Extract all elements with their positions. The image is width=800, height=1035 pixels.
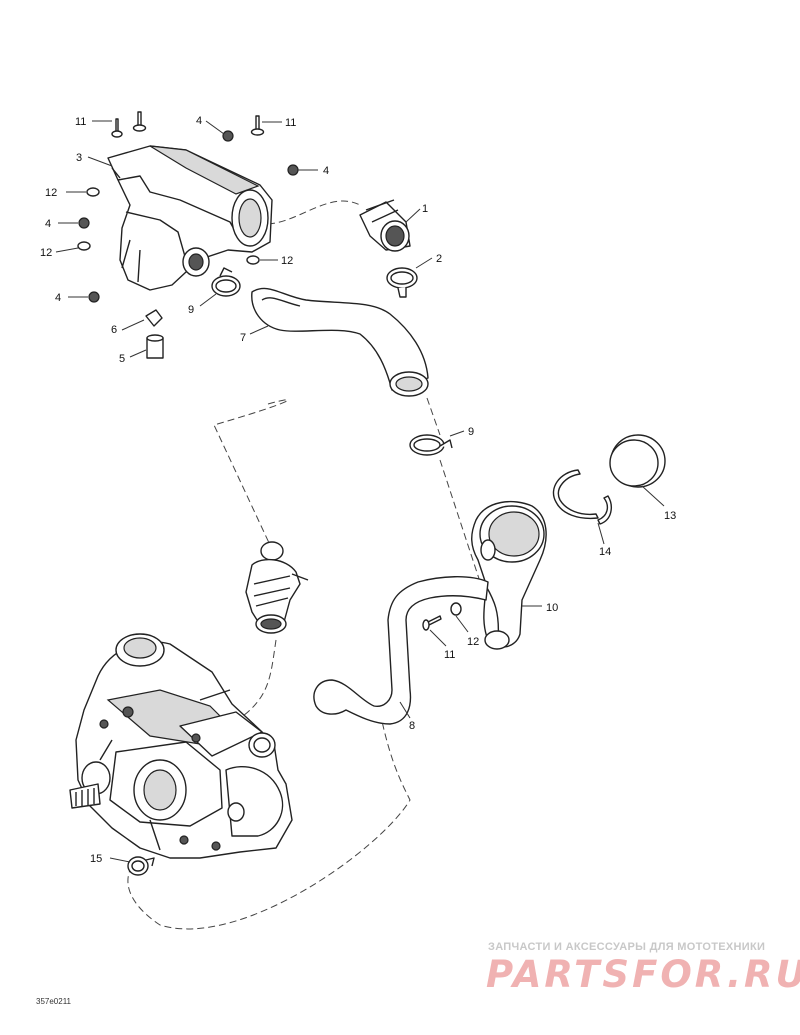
airbox-housing bbox=[107, 145, 273, 291]
callout-4-top: 4 bbox=[196, 115, 202, 127]
callout-15: 15 bbox=[90, 853, 102, 865]
intake-adaptor bbox=[359, 199, 411, 252]
callout-11-top-left: 11 bbox=[75, 116, 86, 128]
callout-8: 8 bbox=[409, 720, 415, 732]
hose-clamp-2 bbox=[386, 267, 418, 298]
rubber-coupling bbox=[245, 541, 309, 634]
callout-14: 14 bbox=[599, 546, 611, 558]
callout-12-right: 12 bbox=[281, 255, 293, 267]
callout-7: 7 bbox=[240, 332, 246, 344]
hose-clamp-15 bbox=[127, 856, 155, 876]
air-hose bbox=[313, 576, 489, 725]
callout-4-right: 4 bbox=[323, 165, 329, 177]
callout-13: 13 bbox=[664, 510, 676, 522]
callout-6: 6 bbox=[111, 324, 117, 336]
callout-1: 1 bbox=[422, 203, 428, 215]
watermark-tagline: ЗАПЧАСТИ И АКСЕССУАРЫ ДЛЯ МОТОТЕХНИКИ bbox=[488, 941, 766, 953]
air-duct bbox=[251, 287, 429, 397]
callout-2: 2 bbox=[436, 253, 442, 265]
callout-11-top-right: 11 bbox=[285, 117, 296, 129]
leader-lines bbox=[55, 120, 665, 863]
watermark-logo: PARTSFOR.RU bbox=[486, 953, 800, 996]
callout-9-lower: 9 bbox=[468, 426, 474, 438]
air-silencer bbox=[471, 500, 547, 650]
callout-12-upper: 12 bbox=[45, 187, 57, 199]
silencer-fasteners bbox=[422, 602, 462, 631]
callout-4-left: 4 bbox=[45, 218, 51, 230]
callout-3: 3 bbox=[76, 152, 82, 164]
callout-12-left: 12 bbox=[40, 247, 52, 259]
callout-10: 10 bbox=[546, 602, 558, 614]
callout-5: 5 bbox=[119, 353, 125, 365]
hose-clamp-9a bbox=[211, 267, 241, 297]
callout-4-bottom: 4 bbox=[55, 292, 61, 304]
hose-clamp-9b bbox=[409, 434, 453, 456]
callout-11-lower: 11 bbox=[444, 649, 455, 661]
callout-12-lower: 12 bbox=[467, 636, 479, 648]
retaining-ring bbox=[552, 469, 612, 525]
reference-code: 357e0211 bbox=[36, 997, 72, 1006]
engine-block bbox=[69, 633, 293, 859]
callout-numbers: 11 11 4 3 4 12 4 12 12 4 6 5 9 7 1 2 9 1… bbox=[36, 115, 676, 1006]
airbox-fasteners bbox=[77, 111, 299, 359]
cover-cap bbox=[609, 434, 666, 488]
callout-9-upper: 9 bbox=[188, 304, 194, 316]
assembly-guide-lines bbox=[127, 200, 487, 930]
